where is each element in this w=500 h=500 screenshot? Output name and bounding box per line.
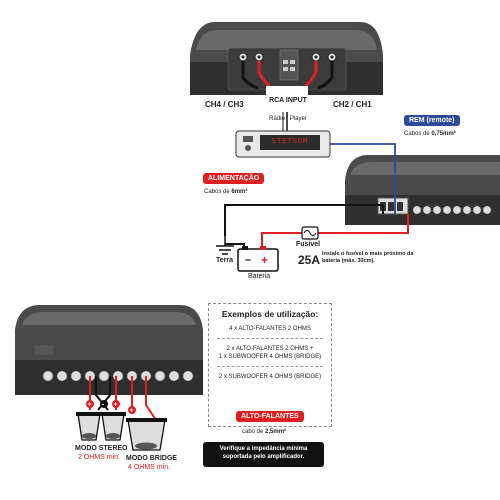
bridge-mode-min: 4 OHMS min. [128, 464, 171, 471]
fuse-value: 25A [298, 253, 321, 267]
example-3: 2 x SUBWOOFER 4 OHMS (BRIDGE) [218, 374, 322, 380]
power-positive-wire [261, 214, 409, 252]
battery-label: Bateria [248, 273, 271, 280]
speaker-icon [76, 412, 102, 441]
remote-wire [330, 143, 396, 214]
speaker-cable-label: cabo de 2,5mm² [242, 429, 287, 435]
stereo-mode-min: 2 OHMS min. [78, 454, 121, 461]
fuse-icon [301, 226, 319, 240]
rca-input-label: RCA INPUT [269, 97, 307, 104]
impedance-warning: Verifique a impedância mínima suportada … [203, 442, 324, 467]
usage-examples-panel: Exemplos de utilização: 4 x ALTO-FALANTE… [208, 303, 332, 427]
bridge-mode-title: MODO BRIDGE [126, 455, 177, 462]
ground-label: Terra [216, 257, 233, 264]
rca-jacks-left [238, 52, 264, 62]
usage-examples-title: Exemplos de utilização: [221, 309, 319, 319]
top-amplifier [190, 22, 383, 133]
example-1: 4 x ALTO-FALANTES 2 OHMS [229, 326, 311, 332]
svg-text:-: - [102, 402, 105, 409]
power-cable-label: Cabos de 6mm² [204, 189, 248, 195]
channel-label-left: CH4 / CH3 [205, 100, 244, 109]
power-badge: ALIMENTAÇÃO [203, 173, 265, 184]
speaker-icon [100, 412, 126, 441]
head-unit [235, 130, 331, 158]
divider [217, 338, 323, 339]
remote-badge: REM (remote) [404, 115, 460, 126]
fuse-label: Fusível [296, 241, 321, 248]
power-amplifier [345, 155, 500, 225]
example-2: 2 x ALTO-FALANTES 2 OHMS + 1 x SUBWOOFER… [218, 346, 322, 360]
svg-text:+: + [261, 253, 268, 267]
battery-icon: – + [237, 246, 279, 272]
fuse-note: Instale o fusível o mais próximo da bate… [322, 251, 414, 264]
svg-text:+: + [130, 408, 134, 415]
svg-text:+: + [114, 402, 118, 409]
ground-symbol-icon [216, 236, 234, 255]
divider [217, 366, 323, 367]
channel-label-right: CH2 / CH1 [333, 100, 372, 109]
polarity-markers: + - + + [86, 400, 136, 415]
head-unit-display: STETSOM [271, 137, 309, 145]
speakers-badge: ALTO-FALANTES [236, 411, 304, 422]
svg-text:–: – [245, 254, 251, 266]
svg-text:+: + [88, 402, 92, 409]
stereo-mode-title: MODO STEREO [75, 445, 128, 452]
remote-cable-label: Cabos de 0,75mm² [404, 131, 456, 137]
subwoofer-icon [126, 418, 167, 451]
rca-source-label: Rádio / Player [269, 116, 307, 122]
